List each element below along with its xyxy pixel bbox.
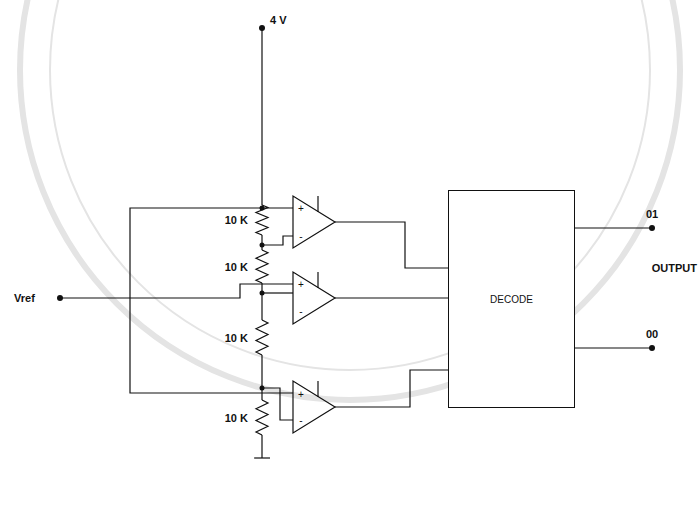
pin-sign: +	[298, 389, 304, 400]
resistor-value: 10 K	[225, 214, 248, 226]
comparator-symbol	[293, 272, 335, 324]
resistor-symbol	[256, 320, 268, 355]
resistor-value: 10 K	[225, 332, 248, 344]
wires	[60, 28, 652, 458]
pin-sign: +	[298, 203, 304, 214]
resistor-value: 10 K	[225, 412, 248, 424]
pin-sign: -	[299, 415, 302, 426]
resistor-symbol	[256, 400, 268, 435]
resistor-value: 10 K	[225, 261, 248, 273]
output-bit: 01	[646, 208, 658, 220]
resistor-symbols	[256, 205, 268, 435]
pin-sign: -	[299, 306, 302, 317]
input-name: Vref	[14, 292, 35, 304]
box-title: DECODE	[490, 294, 533, 305]
pin-sign: +	[298, 279, 304, 290]
decoder-box: DECODE	[448, 190, 575, 408]
output-name: OUTPUT	[652, 262, 697, 274]
comparator-symbol	[293, 196, 335, 248]
comparator-symbol	[293, 381, 335, 433]
output-bit: 00	[646, 328, 658, 340]
pin-sign: -	[299, 231, 302, 242]
supply-voltage: 4 V	[270, 14, 287, 26]
watermark	[20, 0, 680, 400]
resistor-symbol	[256, 205, 268, 235]
resistor-symbol	[256, 250, 268, 283]
